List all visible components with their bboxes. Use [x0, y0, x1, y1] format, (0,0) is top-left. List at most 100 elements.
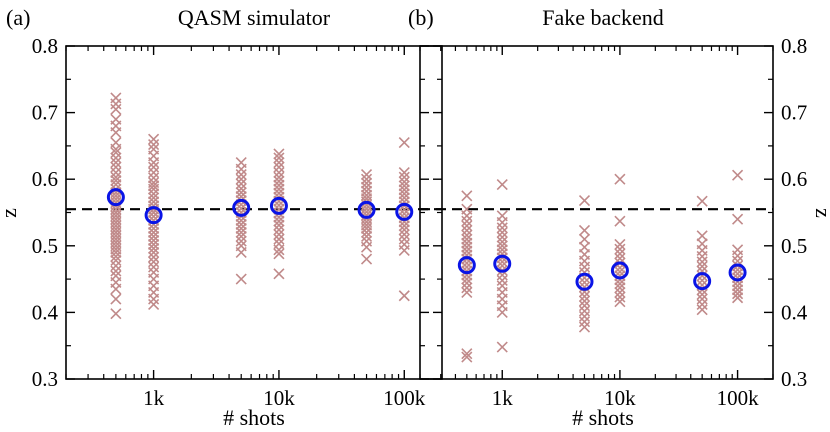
sample-cross-point: [148, 183, 160, 195]
sample-cross-point: [398, 137, 410, 149]
sample-cross-point: [110, 156, 122, 169]
y-tick-label: 0.7: [32, 101, 58, 125]
sample-cross-point: [398, 176, 410, 188]
sample-cross-point: [398, 200, 410, 212]
sample-cross-point: [148, 293, 160, 305]
mean-circle-point: [106, 188, 125, 207]
sample-cross-point: [578, 281, 591, 293]
sample-cross-point: [110, 265, 122, 277]
sample-cross-point: [614, 173, 626, 185]
sample-cross-point: [360, 226, 373, 239]
sample-cross-point: [360, 222, 373, 235]
sample-cross-point: [273, 156, 285, 169]
sample-cross-point: [461, 245, 473, 257]
sample-cross-point: [614, 296, 626, 308]
x-tick-label: 100k: [383, 386, 426, 410]
sample-cross-point: [110, 166, 122, 179]
sample-cross-point: [235, 178, 247, 190]
y-tick-label: 0.6: [32, 167, 58, 191]
y-axis-label: z: [811, 208, 830, 218]
sample-cross-point: [578, 194, 591, 207]
sample-cross-point: [110, 161, 122, 173]
sample-cross-point: [496, 216, 508, 229]
sample-cross-point: [148, 226, 160, 239]
sample-cross-point: [235, 226, 247, 239]
sample-cross-point: [110, 174, 122, 187]
y-tick-label: 0.4: [781, 300, 808, 324]
mean-circle-point: [610, 261, 629, 280]
sample-cross-point: [148, 210, 160, 223]
sample-cross-point: [235, 214, 247, 227]
sample-cross-point: [148, 298, 160, 310]
sample-cross-point: [496, 341, 508, 353]
sample-cross-point: [496, 178, 508, 191]
sample-cross-point: [110, 146, 122, 159]
sample-cross-point: [148, 161, 160, 173]
x-axis-label: # shots: [223, 405, 285, 430]
sample-cross-point: [461, 253, 473, 265]
sample-cross-point: [148, 133, 160, 145]
mean-circle-point: [728, 263, 747, 282]
sample-cross-point: [578, 305, 591, 317]
sample-cross-point: [732, 169, 744, 181]
mean-circle-point: [395, 202, 414, 221]
sample-cross-point: [461, 229, 473, 241]
sample-cross-point: [398, 220, 410, 232]
sample-cross-point: [578, 321, 591, 333]
sample-cross-point: [614, 266, 626, 278]
sample-cross-point: [235, 163, 247, 175]
sample-cross-point: [273, 179, 285, 191]
x-tick-label: 1k: [492, 386, 514, 410]
y-tick-label: 0.7: [781, 101, 807, 125]
sample-cross-point: [614, 243, 626, 255]
y-tick-label: 0.6: [781, 167, 807, 191]
sample-cross-point: [110, 178, 122, 191]
sample-cross-point: [398, 224, 410, 236]
y-tick-label: 0.8: [32, 34, 58, 58]
sample-cross-point: [273, 175, 285, 187]
sample-cross-point: [732, 284, 744, 296]
sample-cross-point: [148, 156, 160, 169]
sample-cross-point: [732, 268, 744, 280]
sample-cross-point: [461, 233, 473, 245]
sample-cross-point: [696, 293, 708, 305]
panel-fake-backend: (b) Fake backend # shots z 0.30.40.50.60…: [408, 5, 830, 430]
sample-cross-point: [578, 276, 591, 288]
mean-circle-point: [269, 196, 288, 215]
mean-circle-point: [232, 198, 251, 217]
sample-cross-point: [496, 226, 508, 239]
sample-cross-point: [398, 166, 410, 179]
sample-cross-point: [461, 265, 473, 277]
sample-cross-point: [496, 244, 508, 256]
x-tick-label: 10k: [604, 386, 636, 410]
sample-cross-point: [110, 98, 122, 110]
sample-cross-point: [496, 306, 508, 318]
sample-cross-point: [461, 273, 473, 285]
sample-cross-point: [235, 202, 247, 215]
sample-cross-point: [360, 230, 373, 243]
x-tick-label: 100k: [717, 386, 760, 410]
sample-cross-point: [398, 188, 410, 200]
plot-frame: [65, 45, 443, 380]
plot-marks: [66, 92, 442, 320]
sample-cross-point: [110, 260, 122, 272]
sample-cross-point: [496, 236, 508, 248]
sample-cross-point: [398, 192, 410, 204]
sample-cross-point: [461, 286, 473, 298]
sample-cross-point: [614, 238, 626, 251]
y-tick-labels: 0.30.40.50.60.70.8: [32, 34, 59, 391]
sample-cross-point: [148, 256, 160, 268]
sample-cross-point: [273, 166, 285, 179]
x-tick-label: 10k: [263, 386, 295, 410]
mean-circle-point: [144, 206, 163, 225]
panel-label: (a): [6, 5, 30, 30]
sample-cross-point: [461, 224, 473, 237]
sample-cross-point: [273, 215, 285, 227]
sample-cross-point: [110, 293, 122, 305]
sample-cross-point: [110, 127, 122, 139]
y-tick-label: 0.5: [781, 234, 807, 258]
sample-cross-point: [148, 246, 160, 259]
sample-cross-point: [110, 283, 122, 295]
